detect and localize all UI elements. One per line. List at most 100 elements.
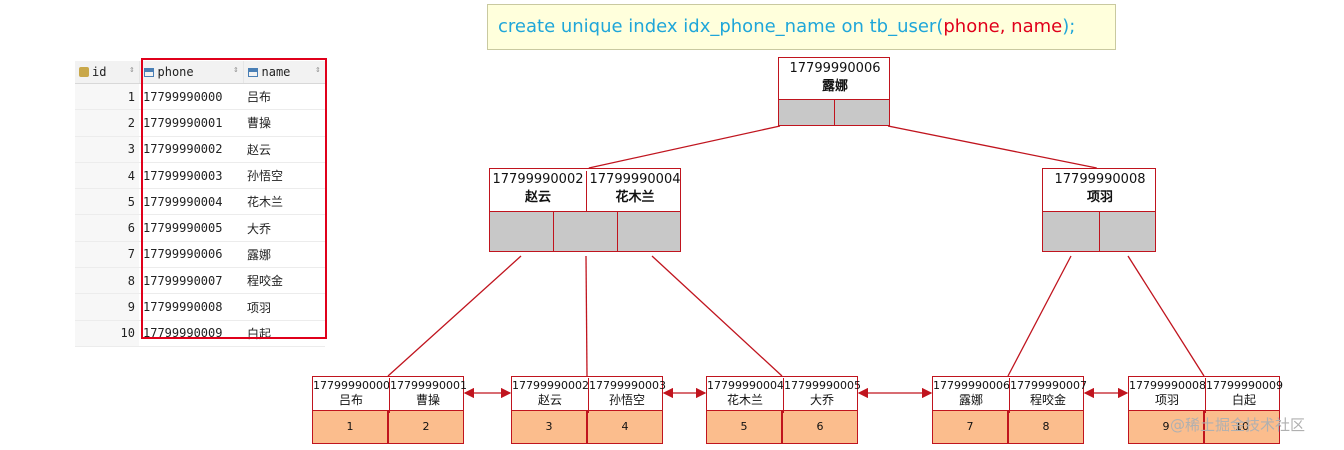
child-pointer <box>553 211 618 252</box>
sort-icon[interactable]: ⇕ <box>315 65 321 75</box>
key-name: 白起 <box>1231 393 1256 407</box>
cell-phone[interactable]: 17799990008 <box>139 293 243 321</box>
cell-phone[interactable]: 17799990000 <box>139 83 243 111</box>
key-name: 露娜 <box>821 79 848 94</box>
cell-phone[interactable]: 17799990001 <box>139 109 243 137</box>
cell-id[interactable]: 2 <box>75 109 139 137</box>
key-name: 赵云 <box>524 190 551 205</box>
cell-id[interactable]: 1 <box>75 83 139 111</box>
key-name: 花木兰 <box>726 393 763 407</box>
row-id-value: 7 <box>932 410 1008 444</box>
cell-id[interactable]: 5 <box>75 188 139 216</box>
key-name: 赵云 <box>537 393 562 407</box>
row-id-value: 6 <box>782 410 858 444</box>
key-phone: 17799990002 <box>492 172 584 187</box>
cell-name[interactable]: 项羽 <box>243 293 325 321</box>
table-header-row: id ⇕ phone⇕ name⇕ <box>75 61 326 84</box>
primary-key-icon <box>79 67 89 77</box>
row-id-value: 3 <box>511 410 587 444</box>
column-icon <box>247 68 258 77</box>
cell-name[interactable]: 白起 <box>243 320 325 347</box>
cell-name[interactable]: 孙悟空 <box>243 162 325 190</box>
key-name: 大乔 <box>809 393 834 407</box>
column-icon <box>143 68 154 77</box>
cell-phone[interactable]: 17799990007 <box>139 267 243 295</box>
inner-node: 17799990008 项羽 <box>1042 168 1156 252</box>
sql-statement: create unique index idx_phone_name on tb… <box>487 4 1116 50</box>
key-phone: 17799990004 <box>707 379 784 392</box>
cell-name[interactable]: 曹操 <box>243 109 325 137</box>
key-phone: 17799990008 <box>1054 172 1146 187</box>
sql-separator: , <box>999 16 1012 37</box>
cell-name[interactable]: 程咬金 <box>243 267 325 295</box>
key-name: 曹操 <box>415 393 440 407</box>
key-phone: 17799990000 <box>313 379 390 392</box>
key-name: 孙悟空 <box>608 393 645 407</box>
cell-name[interactable]: 赵云 <box>243 136 325 163</box>
row-id-value: 1 <box>312 410 388 444</box>
cell-id[interactable]: 7 <box>75 241 139 269</box>
tree-edge <box>1127 255 1205 377</box>
row-id-value: 5 <box>706 410 782 444</box>
sql-suffix: ); <box>1062 16 1076 37</box>
key-phone: 17799990009 <box>1206 379 1283 392</box>
key-name: 花木兰 <box>615 190 655 205</box>
cell-id[interactable]: 8 <box>75 267 139 295</box>
row-id-value: 2 <box>388 410 464 444</box>
cell-phone[interactable]: 17799990006 <box>139 241 243 269</box>
cell-id[interactable]: 3 <box>75 136 139 163</box>
cell-name[interactable]: 大乔 <box>243 214 325 242</box>
cell-name[interactable]: 吕布 <box>243 83 325 111</box>
cell-name[interactable]: 露娜 <box>243 241 325 269</box>
cell-phone[interactable]: 17799990003 <box>139 162 243 190</box>
cell-name[interactable]: 花木兰 <box>243 188 325 216</box>
column-header-phone[interactable]: phone⇕ <box>139 61 244 84</box>
cell-phone[interactable]: 17799990002 <box>139 136 243 163</box>
key-name: 项羽 <box>1086 190 1113 205</box>
cell-phone[interactable]: 17799990009 <box>139 320 243 347</box>
sort-icon[interactable]: ⇕ <box>129 65 135 75</box>
sql-column-name: name <box>1011 16 1063 37</box>
key-phone: 17799990002 <box>512 379 589 392</box>
child-pointer <box>617 211 681 252</box>
key-phone: 17799990001 <box>390 379 467 392</box>
cell-phone[interactable]: 17799990004 <box>139 188 243 216</box>
column-header-id[interactable]: id ⇕ <box>75 61 140 84</box>
cell-id[interactable]: 9 <box>75 293 139 321</box>
column-header-name[interactable]: name⇕ <box>243 61 326 84</box>
tree-edge <box>588 125 781 169</box>
cell-id[interactable]: 10 <box>75 320 139 347</box>
sort-icon[interactable]: ⇕ <box>233 65 239 75</box>
cell-id[interactable]: 4 <box>75 162 139 190</box>
key-name: 程咬金 <box>1029 393 1066 407</box>
cell-phone[interactable]: 17799990005 <box>139 214 243 242</box>
column-header-label: id <box>92 65 107 79</box>
child-pointer <box>778 99 835 126</box>
key-phone: 17799990006 <box>789 61 881 76</box>
cell-id[interactable]: 6 <box>75 214 139 242</box>
child-pointer <box>489 211 554 252</box>
